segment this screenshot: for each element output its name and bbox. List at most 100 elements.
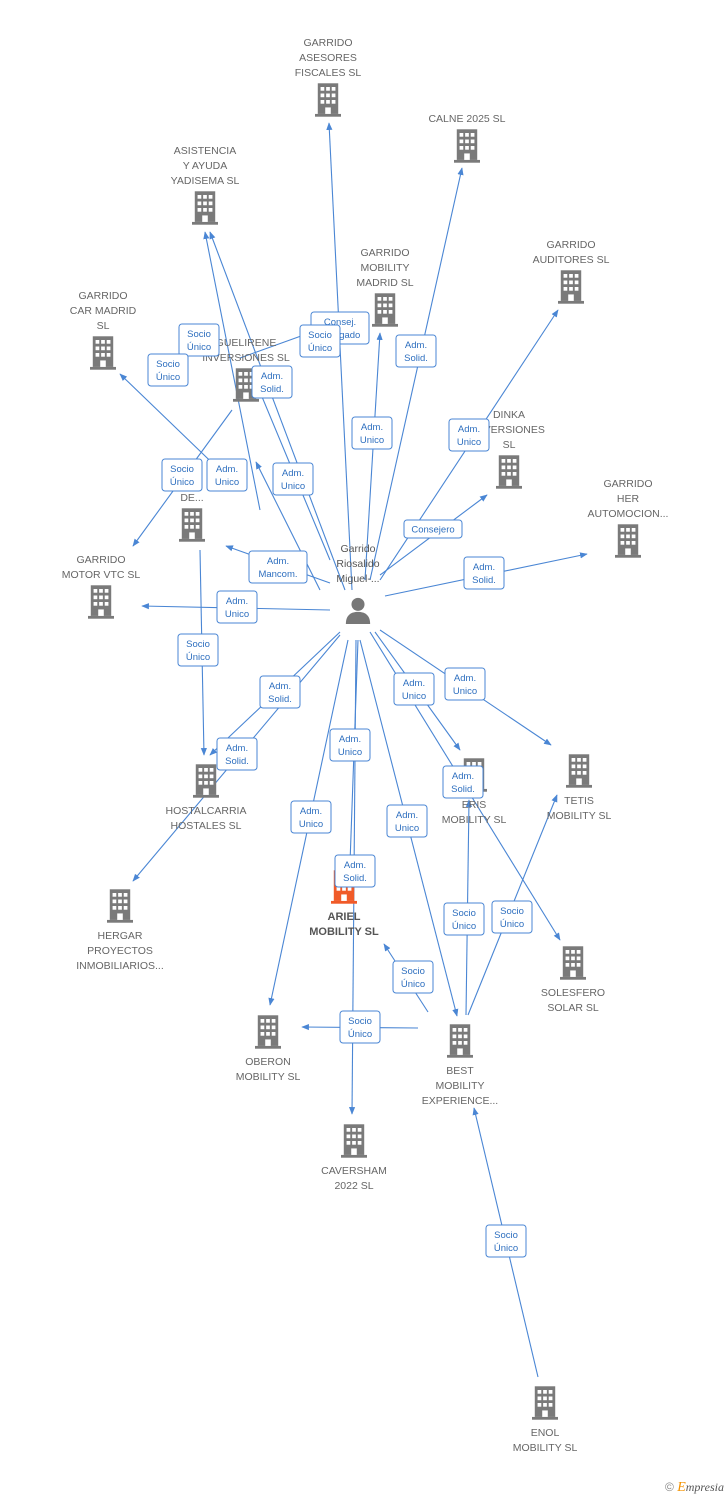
relation-label-promociones-garrido_car_madrid[interactable]: Adm.Unico xyxy=(206,458,248,492)
company-name-line: INMOBILIARIOS... xyxy=(76,960,164,972)
relation-label-person-hergar[interactable]: Adm.Solid. xyxy=(216,737,258,771)
company-name-line: GARRIDO xyxy=(603,478,652,490)
company-name-line: HOSTALES SL xyxy=(171,820,242,832)
relation-label-text: Solid. xyxy=(343,873,367,884)
relation-label-person-best[interactable]: Adm.Unico xyxy=(386,804,428,838)
relation-label-text: Adm. xyxy=(269,681,291,692)
company-name-line: GARRIDO xyxy=(78,290,127,302)
relation-label-text: Socio xyxy=(308,330,332,341)
relation-label-text: Unico xyxy=(395,823,419,834)
relation-label-text: Adm. xyxy=(339,734,361,745)
company-node-hostalcarria[interactable]: HOSTALCARRIA HOSTALES SL xyxy=(166,764,247,832)
relation-label-person-guelirene[interactable]: Adm.Solid. xyxy=(251,365,293,399)
relation-label-person-calne[interactable]: Adm.Solid. xyxy=(395,334,437,368)
relation-label-text: Consejero xyxy=(411,525,454,536)
company-name-line: SOLESFERO xyxy=(541,987,605,999)
relation-label-person-dinka[interactable]: Consejero xyxy=(403,519,463,539)
relation-label-person-caversham[interactable]: Adm.Solid. xyxy=(334,854,376,888)
relation-labels-layer: Consej.DelegadoAdm.Solid.SocioÚnicoAdm.U… xyxy=(147,311,533,1258)
relation-label-person-tetis[interactable]: Adm.Unico xyxy=(444,667,486,701)
relation-label-person-promociones[interactable]: Adm.Mancom. xyxy=(248,550,308,584)
company-name-line: BEST xyxy=(446,1065,474,1077)
relation-label-text: Socio xyxy=(452,908,476,919)
relation-label-person-garrido_mobility_madrid[interactable]: Adm.Unico xyxy=(351,416,393,450)
company-node-garrido_her[interactable]: GARRIDOHERAUTOMOCION... xyxy=(588,478,669,558)
relation-label-person-ariel[interactable]: Adm.Unico xyxy=(329,728,371,762)
company-name-line: MOBILITY xyxy=(435,1080,484,1092)
company-name-line: SOLAR SL xyxy=(547,1002,599,1014)
relation-label-person-garrido_auditores[interactable]: Adm.Unico xyxy=(448,418,490,452)
relation-label-person-guelirene[interactable]: Adm.Unico xyxy=(272,462,314,496)
relation-label-text: Solid. xyxy=(472,575,496,586)
relation-label-text: Adm. xyxy=(282,468,304,479)
relation-label-person-oberon[interactable]: Adm.Unico xyxy=(290,800,332,834)
company-node-calne[interactable]: CALNE 2025 SL xyxy=(428,113,506,163)
relation-label-text: Unico xyxy=(360,435,384,446)
building-icon xyxy=(558,270,584,304)
relation-label-text: Único xyxy=(500,919,524,930)
building-icon xyxy=(341,1124,367,1158)
company-name-line: MOBILITY SL xyxy=(309,926,379,938)
relation-label-text: Único xyxy=(308,343,332,354)
relation-label-text: Socio xyxy=(170,464,194,475)
edge-person-calne xyxy=(369,167,464,581)
relation-label-text: Socio xyxy=(156,359,180,370)
company-name-line: ERIS xyxy=(462,799,487,811)
relation-label-text: Adm. xyxy=(405,340,427,351)
company-name-line: DE... xyxy=(180,492,203,504)
company-name-line: ASESORES xyxy=(299,52,357,64)
relation-label-person-garrido_motor[interactable]: Adm.Unico xyxy=(216,590,258,624)
relation-label-person-eris[interactable]: Adm.Unico xyxy=(393,672,435,706)
relation-label-text: Socio xyxy=(187,329,211,340)
company-name-line: HOSTALCARRIA xyxy=(166,805,247,817)
building-icon xyxy=(615,524,641,558)
company-name-line: GARRIDO xyxy=(360,247,409,259)
relation-label-text: Adm. xyxy=(300,806,322,817)
relation-label-text: Único xyxy=(452,921,476,932)
relation-label-person-garrido_her[interactable]: Adm. Solid. xyxy=(463,556,505,590)
company-name-line: MOBILITY SL xyxy=(236,1071,301,1083)
company-name-line: ASISTENCIA xyxy=(174,145,236,157)
company-node-best[interactable]: BESTMOBILITYEXPERIENCE... xyxy=(422,1024,498,1107)
person-node[interactable]: GarridoRiosalidoMiguel-... xyxy=(336,543,380,624)
building-icon xyxy=(372,293,398,327)
relation-label-text: Solid. xyxy=(268,694,292,705)
relation-label-person-solesfero[interactable]: Adm.Solid. xyxy=(442,765,484,799)
empresia-logo[interactable]: © Empresia xyxy=(665,1480,724,1496)
relation-label-text: Unico xyxy=(457,437,481,448)
relation-label-text: Adm. xyxy=(216,464,238,475)
relation-label-person-hostalcarria[interactable]: Adm. Solid. xyxy=(259,675,301,709)
company-name-line: AUDITORES SL xyxy=(533,254,610,266)
relation-label-text: Mancom. xyxy=(258,569,297,580)
building-icon xyxy=(90,336,116,370)
company-node-solesfero[interactable]: SOLESFERO SOLAR SL xyxy=(541,946,605,1014)
company-name-line: GUELIRENE xyxy=(216,337,277,349)
relation-label-text: Adm. xyxy=(473,562,495,573)
company-node-hergar[interactable]: HERGARPROYECTOSINMOBILIARIOS... xyxy=(76,889,164,972)
